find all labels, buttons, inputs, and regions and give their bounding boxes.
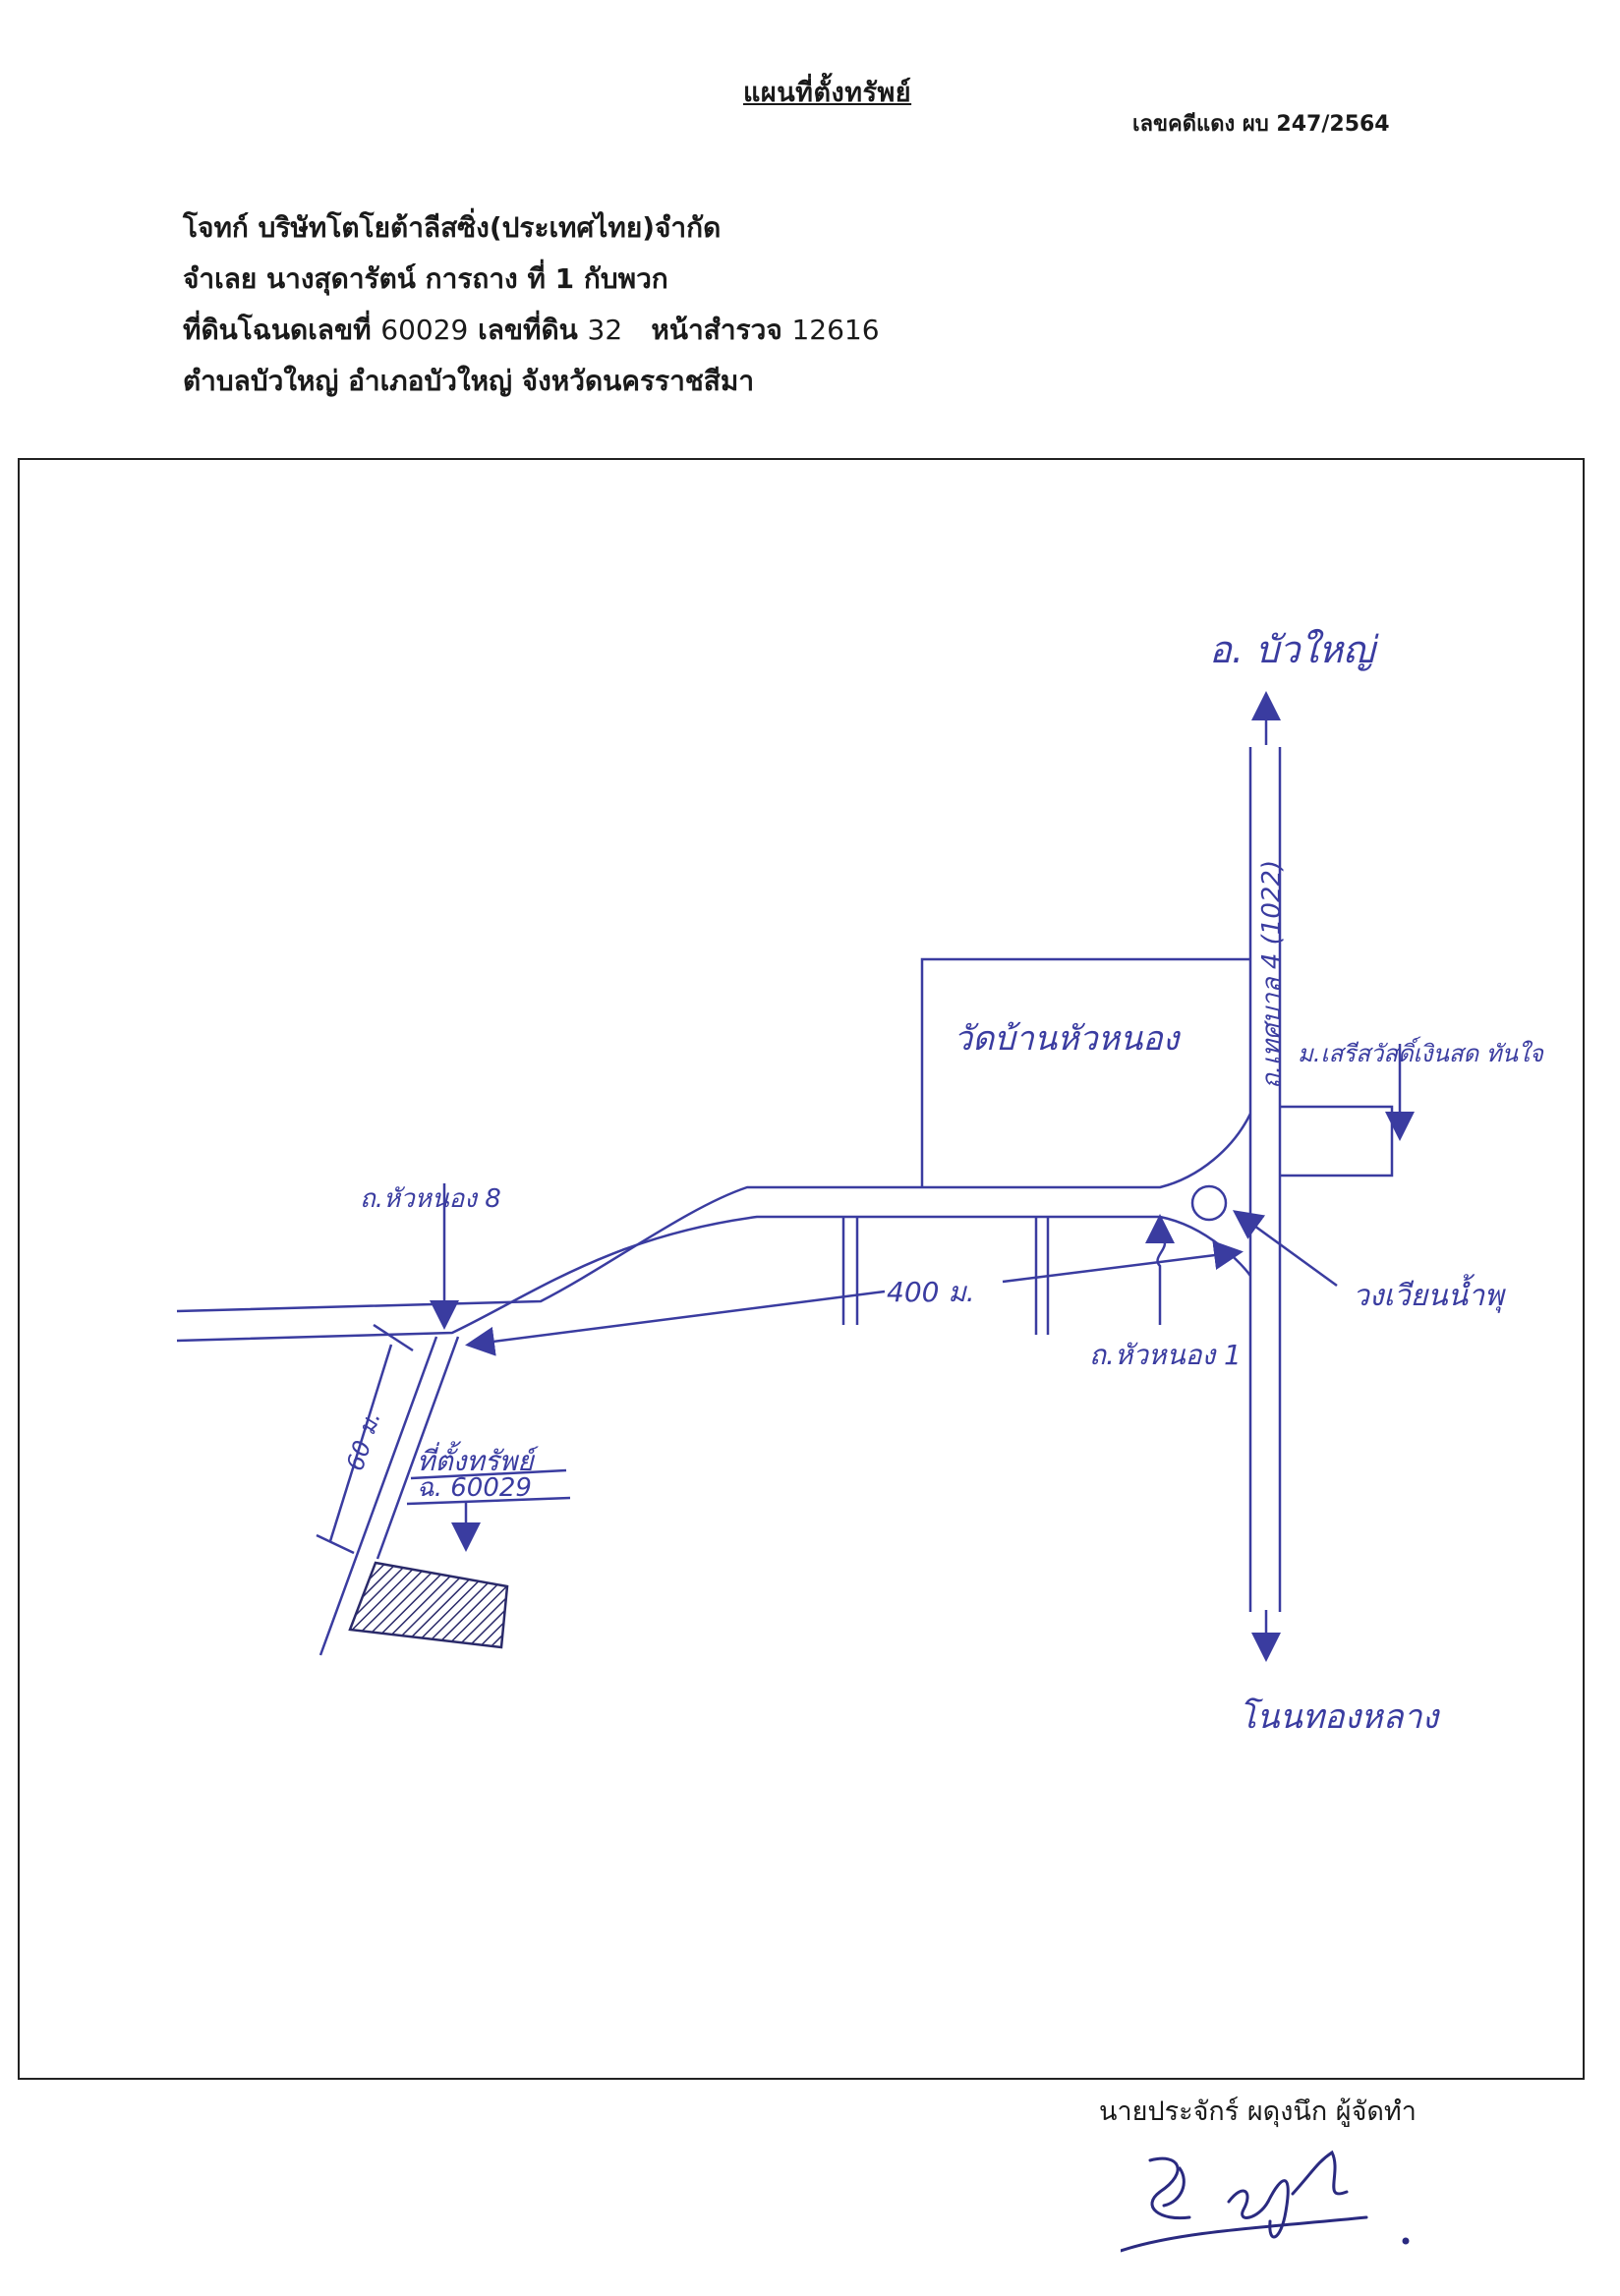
survey-label: หน้าสำรวจ — [651, 314, 782, 346]
sketch-map: อ. บัวใหญ่ โนนทองหลาง ถ.เทศบาล 4 (1022) … — [176, 628, 1544, 1737]
temple-boundary — [920, 957, 1250, 1187]
land-line: ที่ดินโฉนดเลขที่ 60029 เลขที่ดิน 32 หน้า… — [183, 305, 880, 356]
property-underline-1 — [410, 1468, 567, 1480]
defendant-name: นางสุดารัตน์ การถาง ที่ 1 กับพวก — [266, 262, 668, 295]
plaintiff-label: โจทก์ — [183, 211, 249, 244]
distance-60-line — [328, 1344, 393, 1542]
main-road-north-edge — [176, 1113, 1252, 1313]
property-parcel — [348, 1561, 509, 1649]
distance-60-label: 60 ม. — [341, 1408, 386, 1474]
map-frame: อ. บัวใหญ่ โนนทองหลาง ถ.เทศบาล 4 (1022) … — [18, 458, 1585, 2080]
prepared-by: นายประจักร์ ผดุงนึก ผู้จัดทำ — [1099, 2096, 1417, 2127]
south-destination-label: โนนทองหลาง — [1239, 1697, 1441, 1737]
temple-label: วัดบ้านหัวหนอง — [954, 1019, 1182, 1059]
soi1-pointer — [1145, 1214, 1175, 1325]
soi8-west-edge — [318, 1336, 438, 1656]
document-title: แผนที่ตั้งทรัพย์ — [743, 78, 912, 108]
roundabout-label: วงเวียนน้ำพุ — [1353, 1274, 1506, 1313]
north-destination-label: อ. บัวใหญ่ — [1209, 628, 1379, 671]
parcel-label: เลขที่ดิน — [478, 314, 578, 346]
defendant-label: จำเลย — [183, 262, 258, 295]
roundabout — [1190, 1184, 1228, 1222]
roundabout-pointer — [1232, 1210, 1338, 1288]
distance-60-tick-top — [373, 1323, 414, 1352]
plaintiff-name: บริษัทโตโยต้าลีสซิ่ง(ประเทศไทย)จำกัด — [258, 211, 722, 244]
signature-image — [1121, 2150, 1410, 2253]
defendant-line: จำเลย นางสุดารัตน์ การถาง ที่ 1 กับพวก — [183, 254, 880, 305]
location-line: ตำบลบัวใหญ่ อำเภอบัวใหญ่ จังหวัดนครราชสี… — [183, 365, 755, 397]
soi1-label: ถ.หัวหนอง 1 — [1089, 1339, 1242, 1371]
case-info: โจทก์ บริษัทโตโยต้าลีสซิ่ง(ประเทศไทย)จำก… — [183, 202, 880, 407]
distance-400-arrow-right — [1002, 1240, 1244, 1284]
property-underline-2 — [406, 1496, 571, 1506]
deed-label: ที่ดินโฉนดเลขที่ — [183, 314, 372, 346]
plaintiff-line: โจทก์ บริษัทโตโยต้าลีสซิ่ง(ประเทศไทย)จำก… — [183, 202, 880, 254]
parcel-number: 32 — [587, 314, 623, 346]
soi8-label: ถ.หัวหนอง 8 — [360, 1184, 501, 1214]
distance-60-tick-bottom — [316, 1533, 355, 1555]
main-road-south-edge — [176, 1215, 1252, 1343]
property-deed-label: ฉ. 60029 — [417, 1473, 532, 1503]
shop-boundary — [1280, 1105, 1394, 1177]
survey-number: 12616 — [791, 314, 880, 346]
deed-number: 60029 — [380, 314, 469, 346]
highway-label: ถ.เทศบาล 4 (1022) — [1257, 860, 1287, 1089]
soi8-east-edge — [376, 1336, 460, 1560]
shop-label: ม.เสรีสวัสดิ์เงินสด ทันใจ — [1298, 1036, 1544, 1067]
case-number: เลขคดีแดง ผบ 247/2564 — [1132, 112, 1390, 137]
property-label: ที่ตั้งทรัพย์ — [417, 1441, 540, 1477]
distance-400-arrow-left — [465, 1290, 886, 1356]
distance-400-label: 400 ม. — [887, 1276, 975, 1308]
